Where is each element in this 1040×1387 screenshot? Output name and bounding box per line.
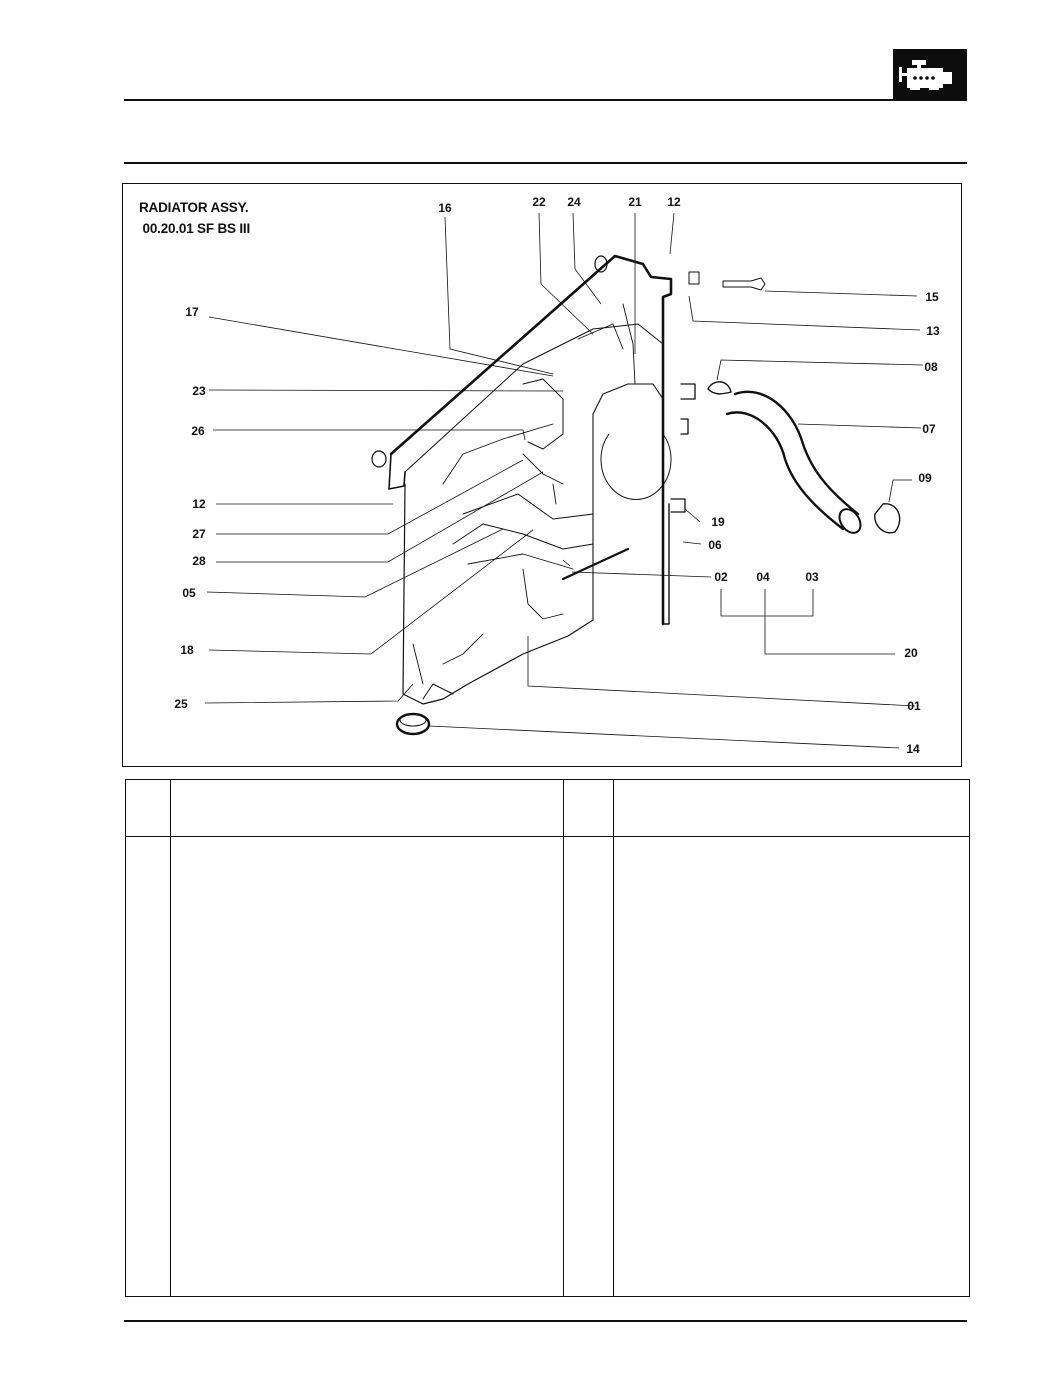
- callout-06: 06: [708, 538, 722, 552]
- column-header-item: [125, 779, 171, 837]
- callout-03: 03: [805, 570, 819, 584]
- callout-12-left: 12: [192, 497, 206, 511]
- callout-13: 13: [926, 324, 940, 338]
- column-header-item-2: [563, 779, 614, 837]
- callout-09: 09: [918, 471, 932, 485]
- footer-rule: [124, 1320, 967, 1322]
- table-cell: [613, 836, 970, 1297]
- diagram-title: RADIATOR ASSY.: [139, 200, 249, 215]
- callout-28: 28: [192, 554, 206, 568]
- callout-19: 19: [711, 515, 725, 529]
- callout-12-top: 12: [667, 195, 681, 209]
- callout-05: 05: [182, 586, 196, 600]
- callout-20: 20: [904, 646, 918, 660]
- parts-table: [125, 779, 970, 1297]
- radiator-drawing: [204, 212, 924, 749]
- callout-02: 02: [714, 570, 728, 584]
- callout-21: 21: [628, 195, 642, 209]
- callout-23: 23: [192, 384, 206, 398]
- table-cell: [170, 836, 564, 1297]
- header-rule-top: [124, 99, 967, 101]
- callout-18: 18: [180, 643, 194, 657]
- callout-14: 14: [906, 742, 920, 756]
- callout-22: 22: [532, 195, 546, 209]
- callout-27: 27: [192, 527, 206, 541]
- table-body-row: [125, 836, 970, 1297]
- callout-26: 26: [191, 424, 205, 438]
- engine-icon: [893, 49, 967, 100]
- callout-16-top: 16: [438, 201, 452, 215]
- callout-07: 07: [922, 422, 936, 436]
- callout-17: 17: [185, 305, 199, 319]
- callout-24: 24: [567, 195, 581, 209]
- column-header-description: [170, 779, 564, 837]
- table-cell: [563, 836, 614, 1297]
- callout-25: 25: [174, 697, 188, 711]
- header-rule-bottom: [124, 162, 967, 164]
- callout-01: 01: [907, 699, 921, 713]
- callout-08: 08: [924, 360, 938, 374]
- diagram-part-number: 00.20.01 SF BS III: [139, 221, 251, 236]
- table-header-row: [125, 779, 970, 837]
- callout-15: 15: [925, 290, 939, 304]
- radiator-diagram: RADIATOR ASSY. 00.20.01 SF BS III: [122, 183, 962, 767]
- callout-04: 04: [756, 570, 770, 584]
- column-header-description-2: [613, 779, 970, 837]
- table-cell: [125, 836, 171, 1297]
